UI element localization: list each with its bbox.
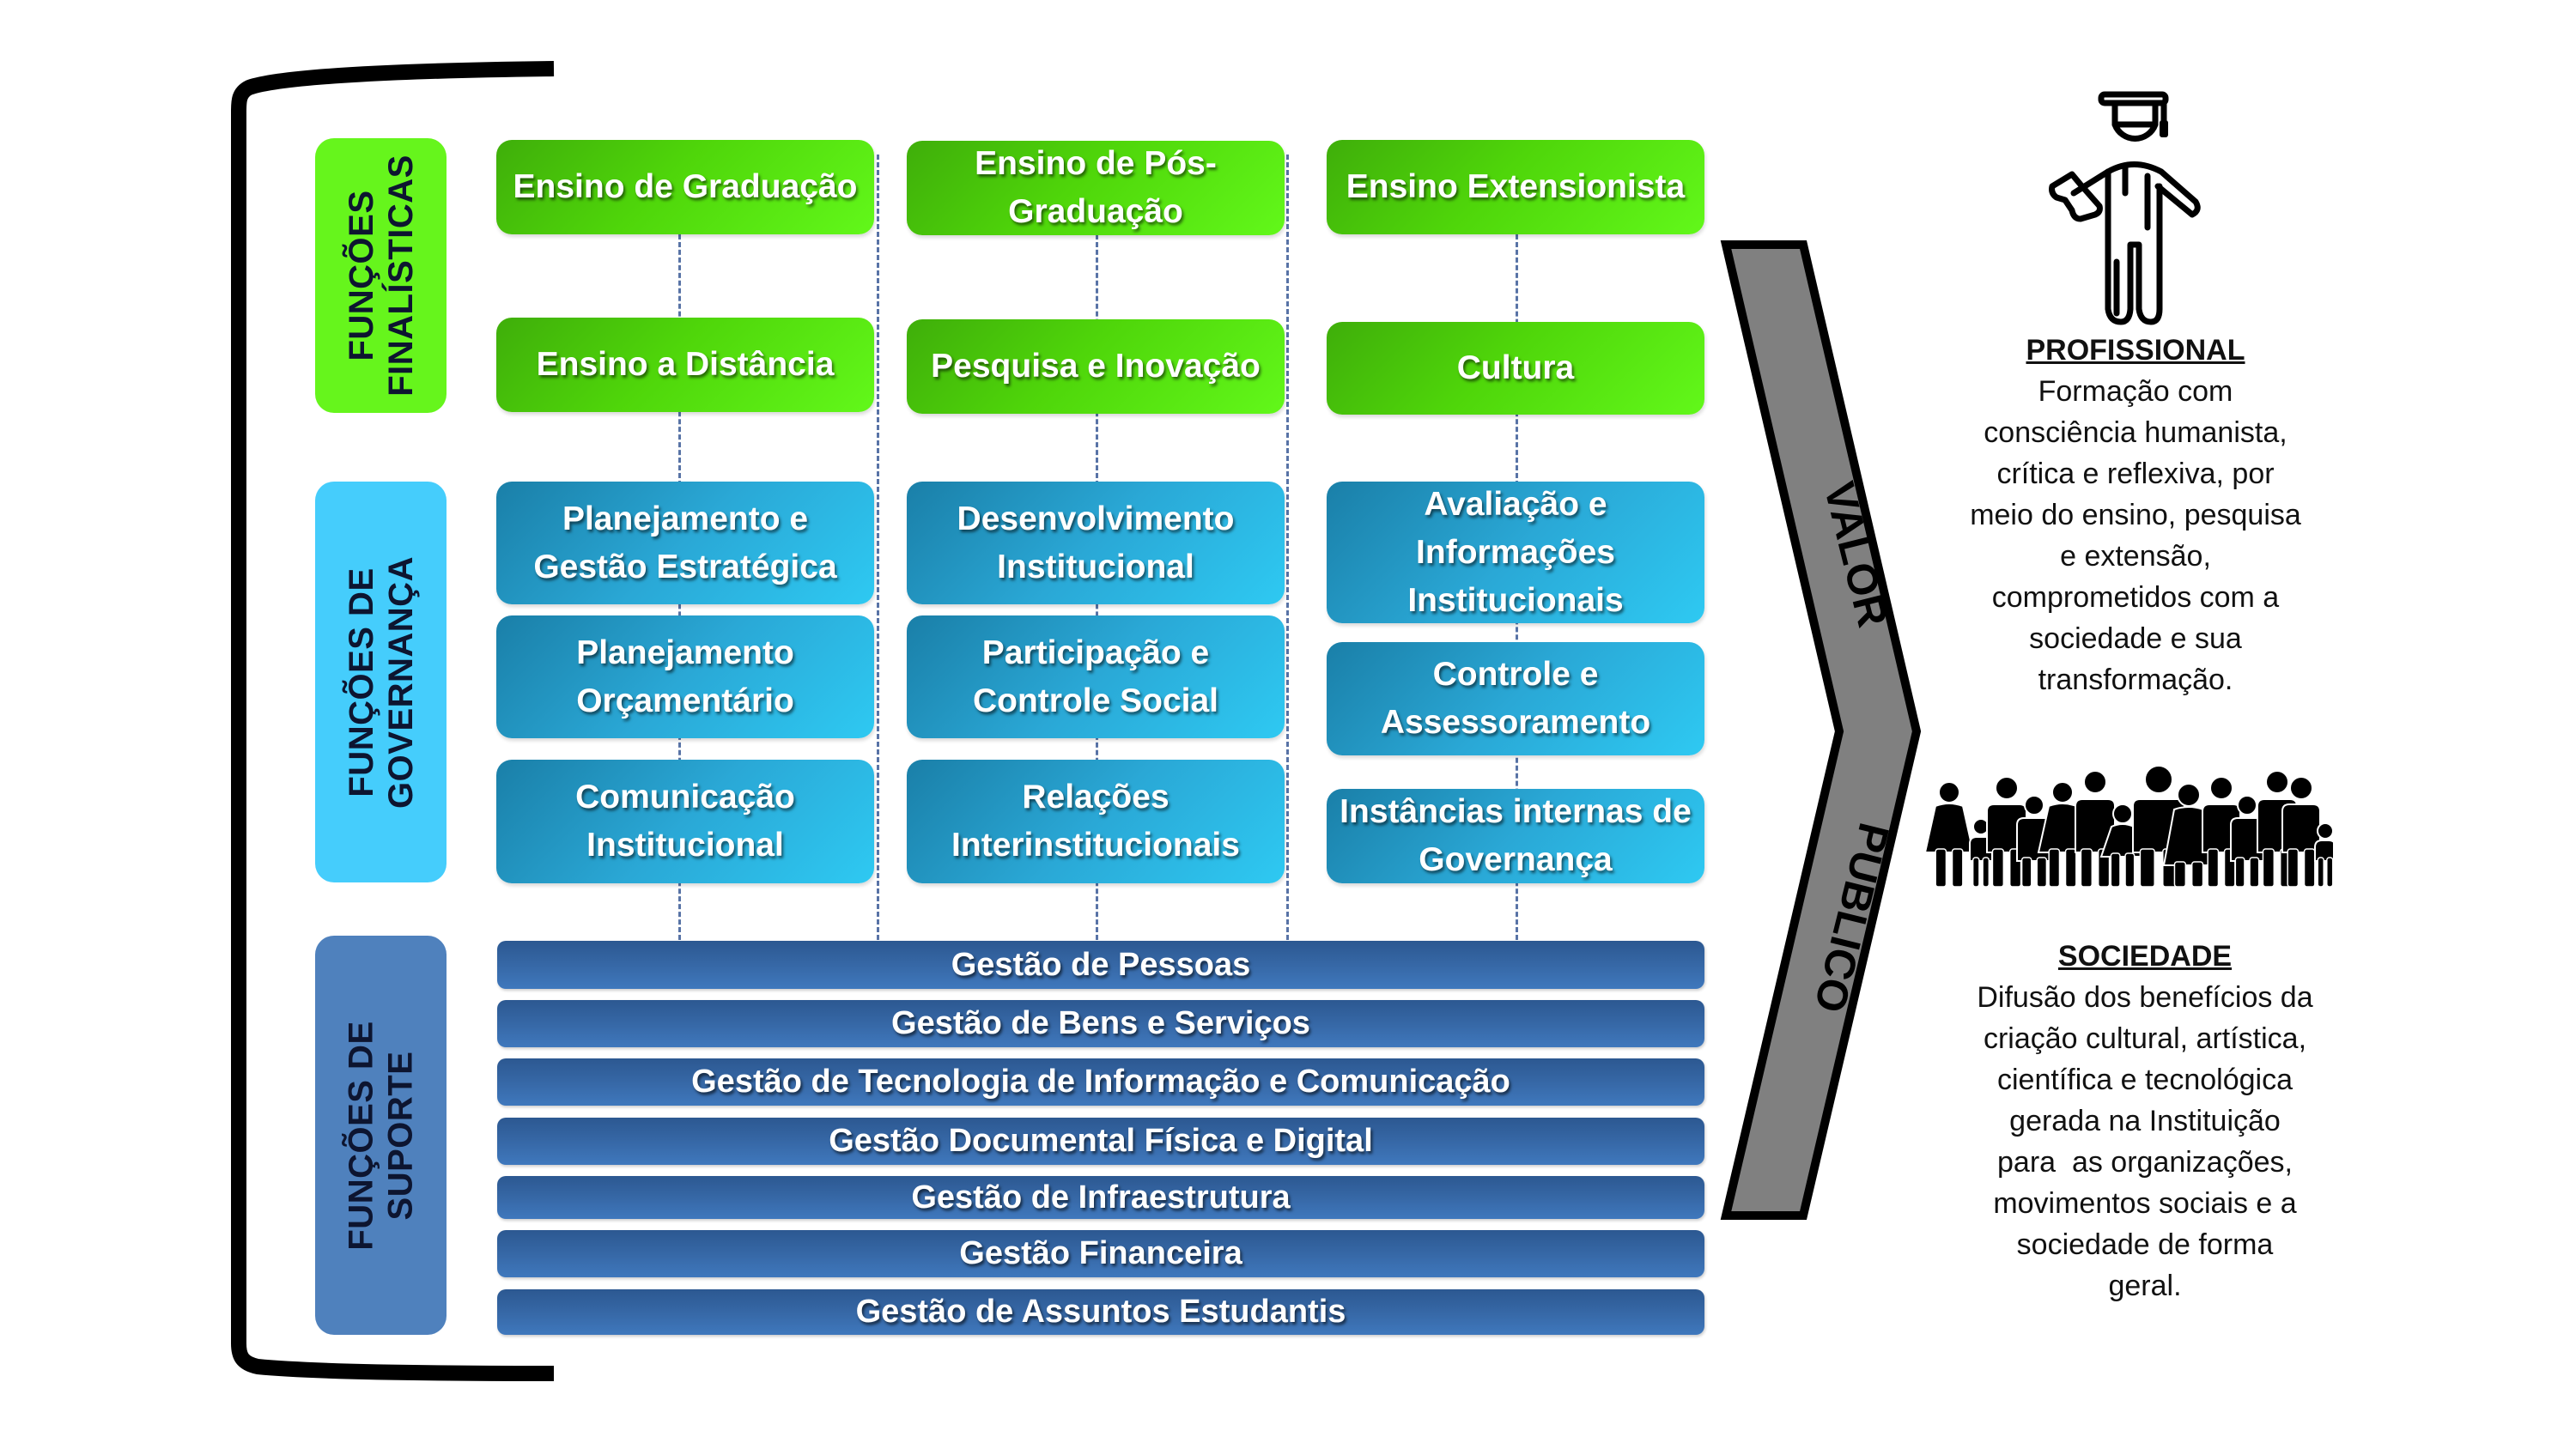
person-silhouette [1925,781,1975,888]
governanca-box-relacoes: Relações Interinstitucionais [907,760,1285,883]
sociedade-line: para as organizações, [1997,1146,2293,1179]
suporte-bar-documental: Gestão Documental Física e Digital [497,1118,1704,1165]
category-finalisticas-line1: FUNÇÕES [342,190,380,361]
sociedade-line: geral. [2108,1270,2182,1302]
governanca-box-controle: Controle e Assessoramento [1327,642,1704,755]
connector-line [877,155,879,940]
category-governanca-line1: FUNÇÕES DE [342,567,380,797]
profissional-line: Formação com [2038,375,2233,408]
profissional-line: e extensão, [2060,540,2211,573]
finalistica-box-cultura: Cultura [1327,322,1704,415]
sociedade-line: Difusão dos benefícios da [1977,981,2313,1014]
category-governanca: FUNÇÕES DE GOVERNANÇA [315,482,447,882]
profissional-section: PROFISSIONAL Formação com consciência hu… [1921,330,2350,700]
governanca-box-desenvolvimento: Desenvolvimento Institucional [907,482,1285,604]
person-silhouette [2162,783,2215,888]
category-suporte-line2: SUPORTE [381,1051,420,1220]
sociedade-line: gerada na Instituição [2009,1105,2281,1137]
suporte-bar-financeira: Gestão Financeira [497,1230,1704,1277]
person-silhouette [2314,822,2333,888]
governanca-box-participacao: Participação e Controle Social [907,615,1285,738]
sociedade-line: científica e tecnológica [1997,1064,2293,1096]
category-suporte-line1: FUNÇÕES DE [342,1020,380,1251]
sociedade-section: SOCIEDADE Difusão dos benefícios da cria… [1930,936,2360,1307]
finalistica-box-ensino-pos-graduacao: Ensino de Pós-Graduação [907,141,1285,235]
finalistica-box-ensino-distancia: Ensino a Distância [496,318,874,412]
person-silhouette [2281,776,2321,888]
sociedade-line: criação cultural, artística, [1983,1022,2307,1055]
suporte-bar-bens-servicos: Gestão de Bens e Serviços [497,1000,1704,1047]
profissional-line: consciência humanista, [1984,416,2287,449]
finalistica-box-pesquisa-inovacao: Pesquisa e Inovação [907,319,1285,414]
sociedade-line: sociedade de forma [2016,1228,2274,1261]
person-silhouette [2230,795,2264,888]
governanca-box-planejamento-orcamentario: Planejamento Orçamentário [496,615,874,738]
person-silhouette [1969,818,1993,888]
profissional-line: comprometidos com a [1991,581,2280,614]
finalistica-box-ensino-graduacao: Ensino de Graduação [496,140,874,234]
valor-publico-arrow: VALOR PÚBLICO [1720,240,1922,1220]
person-silhouette [2075,770,2116,888]
category-finalisticas-line2: FINALÍSTICAS [381,155,420,397]
suporte-bar-infraestrutura: Gestão de Infraestrutura [497,1176,1704,1219]
suporte-bar-tic: Gestão de Tecnologia de Informação e Com… [497,1058,1704,1106]
arrow-shape [1720,240,1922,1220]
category-suporte: FUNÇÕES DE SUPORTE [315,936,447,1335]
suporte-bar-pessoas: Gestão de Pessoas [497,941,1704,989]
profissional-line: meio do ensino, pesquisa [1970,499,2301,531]
connector-line [1286,155,1289,940]
profissional-title: PROFISSIONAL [2026,334,2245,367]
crowd-icon [1925,767,2333,888]
governanca-box-avaliacao: Avaliação e Informações Institucionais [1327,482,1704,623]
graduate-icon [2049,91,2201,325]
profissional-line: crítica e reflexiva, por [1996,458,2275,490]
suporte-bar-assuntos-estudantis: Gestão de Assuntos Estudantis [497,1289,1704,1335]
profissional-line: transformação. [2038,664,2233,696]
category-finalisticas: FUNÇÕES FINALÍSTICAS [315,138,447,413]
finalistica-box-ensino-extensionista: Ensino Extensionista [1327,140,1704,234]
profissional-line: sociedade e sua [2029,622,2242,655]
sociedade-line: movimentos sociais e a [1993,1187,2297,1220]
governanca-box-instancias: Instâncias internas de Governança [1327,789,1704,883]
governanca-box-planejamento-gestao: Planejamento e Gestão Estratégica [496,482,874,604]
governanca-box-comunicacao: Comunicação Institucional [496,760,874,883]
category-governanca-line2: GOVERNANÇA [381,555,420,809]
sociedade-title: SOCIEDADE [2057,940,2233,973]
